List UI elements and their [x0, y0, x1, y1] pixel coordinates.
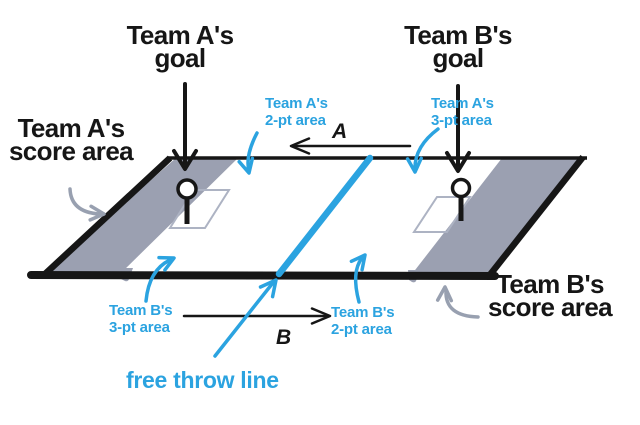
team-b-2pt-area-label: Team B's 2-pt area	[331, 304, 395, 338]
label-line: score area	[487, 292, 613, 322]
team-b-2pt-pointer-arrow	[349, 253, 367, 304]
team-a-3pt-pointer-arrow	[405, 127, 440, 174]
free-throw-line-pointer-arrow	[213, 278, 278, 358]
goal-post-a	[176, 178, 198, 224]
label-line: goal	[432, 43, 484, 73]
court-boundary	[27, 154, 587, 280]
team-a-goal-label: Team A's goal	[105, 20, 255, 73]
goal-box-a	[168, 189, 231, 229]
label-line: Team B's	[109, 302, 173, 319]
team-b-score-area-label: Team B's score area	[464, 269, 636, 322]
team-b-goal-label: Team B's goal	[383, 20, 533, 73]
free-throw-line-label: free throw line	[126, 367, 279, 393]
label-line: Team A's	[126, 20, 234, 50]
label-line: Team A's	[265, 95, 328, 112]
label-line: Team A's	[431, 95, 494, 112]
free-throw-line	[275, 154, 374, 278]
label-line: 3-pt area	[109, 318, 170, 336]
goal-post-b	[450, 177, 472, 221]
label-line: Team B's	[331, 304, 395, 321]
court-right-edge	[486, 154, 586, 279]
label-line: 2-pt area	[265, 111, 326, 129]
team-a-2pt-area-label: Team A's 2-pt area	[265, 95, 328, 129]
label-line: 3-pt area	[431, 111, 492, 129]
team-a-score-pointer-arrow	[68, 187, 106, 222]
direction-a-letter: A	[332, 120, 348, 143]
team-a-goal-arrow	[172, 82, 198, 171]
label-line: goal	[154, 43, 206, 73]
team-a-score-area-label: Team A's score area	[0, 113, 146, 166]
team-b-direction-arrow	[182, 307, 332, 325]
team-b-3pt-pointer-arrow	[144, 255, 176, 303]
court-bottom-edge	[27, 271, 499, 280]
label-line: Team B's	[404, 20, 512, 50]
team-a-3pt-area-label: Team A's 3-pt area	[431, 95, 494, 129]
team-b-score-pointer-arrow	[435, 285, 480, 319]
court-left-edge	[42, 155, 173, 277]
direction-b-letter: B	[276, 326, 292, 349]
label-line: Team B's	[496, 269, 604, 299]
team-a-2pt-pointer-arrow	[237, 131, 259, 175]
label-line: score area	[8, 136, 134, 166]
label-line: Team A's	[17, 113, 125, 143]
team-b-goal-arrow	[445, 84, 471, 173]
label-line: 2-pt area	[331, 320, 392, 338]
team-b-3pt-area-label: Team B's 3-pt area	[109, 302, 173, 336]
team-a-direction-arrow	[289, 137, 412, 155]
